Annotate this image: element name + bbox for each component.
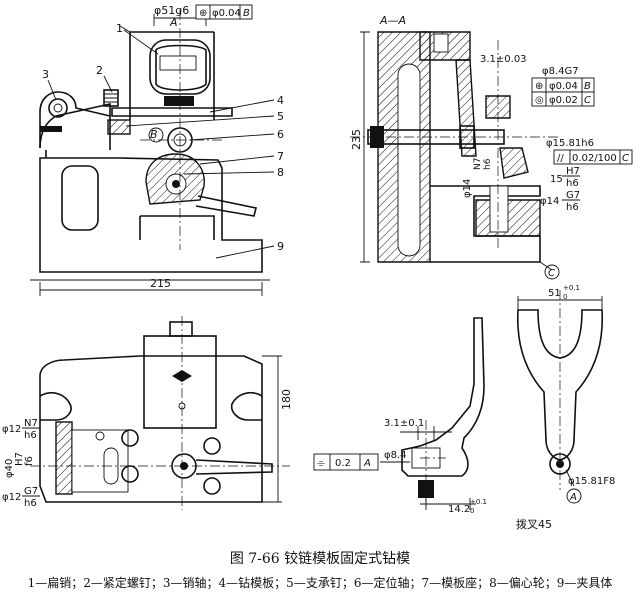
figure-legend: 1—扁销；2—紧定螺钉；3—销轴；4—钻模板；5—支承钉；6—定位轴；7—模板座… [27,576,613,590]
front-tol-frame [195,4,253,20]
front-datum-b: B [150,128,158,141]
plan-view [30,316,290,510]
callout-1: 1 [116,22,123,35]
fork-datum-a-circle [566,488,582,504]
front-tol-datum: B [243,8,250,19]
callout-5: 5 [277,110,284,123]
plan-fit-c-bottom: h6 [24,498,37,509]
front-tol-symbol: ⊕ [199,8,207,19]
callout-8: 8 [277,166,284,179]
plan-fit-a-top: N7 [24,418,38,429]
callout-7: 7 [277,150,284,163]
section-tol3-val: 0.02/100 [572,153,617,164]
section-tol1-val: φ0.04 [549,81,578,92]
section-fit1-bottom: h6 [483,158,493,170]
part-tol-sym: ⌯ [317,458,325,469]
section-fit1-top: N7 [473,158,483,170]
plan-fit-b-top: H7 [14,452,25,466]
section-dim-bush: φ8.4G7 [542,66,579,77]
section-tol2-val: φ0.02 [549,95,578,106]
section-tol3-datum: C [622,153,629,164]
plan-fit-c-top: G7 [24,486,38,497]
plan-dia12a: φ12 [2,424,21,435]
section-tol1-datum: B [584,81,591,92]
part-dim-31: 3.1±0.1 [384,418,424,429]
fork-dim-51: 51 [548,288,561,299]
part-tol-frame [313,453,379,471]
section-dia2: φ14 [540,196,559,207]
section-fit2-bottom: h6 [566,178,579,189]
front-dim-hole: φ51g6 [154,4,189,17]
fork-tol-51-upper: +0.1 [563,284,580,292]
section-dim-offset: 3.1±0.03 [480,54,527,65]
plan-dim-180: 180 [280,389,293,410]
front-tol-value: φ0.04 [212,8,241,19]
part-tol-val: 0.2 [335,458,351,469]
part-tol-142-upper: +0.1 [470,498,487,506]
section-fit3-top: G7 [566,190,580,201]
section-view [350,31,560,271]
section-dia1: φ14 [462,179,473,198]
callout-3: 3 [42,68,49,81]
fork-tol-51-lower: 0 [563,293,567,301]
callout-4: 4 [277,94,284,107]
callout-2: 2 [96,64,103,77]
section-dim15: 15 [550,174,563,185]
callout-9: 9 [277,240,284,253]
fork-datum-a: A [569,492,577,503]
section-datum-c-circle [544,264,560,280]
part-view [380,317,485,510]
fork-dim-158: φ15.81F8 [568,476,615,487]
callout-6: 6 [277,128,284,141]
front-dim-width: 215 [150,277,171,290]
section-tol2-datum: C [584,95,591,106]
fork-view [516,290,604,490]
section-fit2-top: H7 [566,166,580,177]
section-tol3-sym: // [557,153,564,164]
part-tol-datum: A [363,458,371,469]
plan-fit-b-bottom: f6 [24,456,35,466]
section-title: A—A [379,14,406,27]
section-tol2-sym: ◎ [535,95,544,106]
section-datum-c: C [548,268,555,279]
plan-fit-a-bottom: h6 [24,430,37,441]
section-fit3-bottom: h6 [566,202,579,213]
front-datum-a: A [169,16,178,29]
section-tol1-sym: ⊕ [535,81,543,92]
plan-dia12b: φ12 [2,492,21,503]
section-tol3-frame [553,149,633,165]
section-dim-pin: φ15.81h6 [546,138,594,149]
section-dim-height: 235 [350,129,363,150]
section-tol1-frame [531,77,595,107]
part-dim-142: 14.2 [448,504,470,515]
fork-label: 拨叉45 [516,517,552,531]
plan-dia40: φ40 [4,459,15,478]
front-callout-leaders [47,29,275,259]
front-view [30,10,270,296]
part-tol-142-lower: 0 [470,507,474,515]
figure-caption: 图 7-66 铰链模板固定式钻模 [229,551,411,567]
part-dia84: φ8.4 [384,450,407,461]
